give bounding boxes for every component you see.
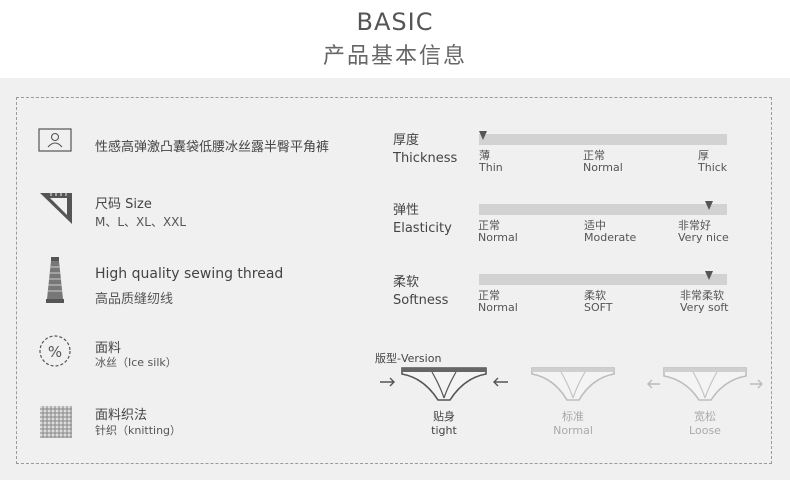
tick-en: Very nice (678, 231, 729, 244)
tick-zh: 正常 (583, 149, 605, 162)
tick-zh: 非常柔软 (680, 289, 724, 302)
softness-tick-mid: 柔软 SOFT (584, 290, 613, 314)
softness-label: 柔软 Softness (393, 274, 448, 310)
knit-grid-icon (40, 406, 72, 442)
version-option-tight: 贴身 tight (378, 364, 510, 444)
softness-bar (479, 274, 727, 285)
info-panel-border (16, 97, 772, 464)
knit-label: 面料织法 (95, 408, 148, 423)
size-values: M、L、XL、XXL (95, 215, 187, 229)
tick-zh: 非常好 (678, 219, 711, 232)
thickness-bar (479, 134, 727, 145)
compress-arrows-icon (378, 374, 510, 394)
thread-spool-icon (44, 257, 66, 307)
caption-zh: 贴身 (433, 410, 455, 423)
version-option-loose: 宽松 Loose (646, 364, 764, 444)
tick-en: SOFT (584, 301, 613, 314)
tick-en: Normal (583, 161, 623, 174)
product-name: 性感高弹激凸囊袋低腰冰丝露半臀平角裤 (95, 140, 330, 155)
percent-icon: % (38, 335, 72, 371)
svg-text:%: % (48, 343, 62, 361)
tick-zh: 柔软 (584, 289, 606, 302)
caption-en: Normal (553, 424, 593, 437)
thickness-marker (479, 131, 487, 140)
ruler-triangle-icon (38, 190, 74, 230)
thread-label-en: High quality sewing thread (95, 266, 284, 282)
caption-zh: 标准 (562, 410, 584, 423)
tick-en: Thin (479, 161, 503, 174)
softness-tick-high: 非常柔软 Very soft (680, 290, 728, 314)
fabric-value: 冰丝（Ice silk） (95, 356, 177, 369)
thickness-tick-low: 薄 Thin (479, 150, 503, 174)
expand-arrows-icon (646, 376, 764, 396)
thickness-tick-mid: 正常 Normal (583, 150, 623, 174)
thickness-tick-high: 厚 Thick (698, 150, 727, 174)
page-title: BASIC (356, 8, 434, 36)
elasticity-tick-mid: 适中 Moderate (584, 220, 636, 244)
version-option-normal: 标准 Normal (528, 364, 618, 444)
page-subtitle: 产品基本信息 (322, 44, 467, 69)
tick-en: Very soft (680, 301, 729, 314)
caption-en: Loose (689, 424, 721, 437)
briefs-icon (662, 364, 748, 408)
tick-en: Normal (478, 231, 518, 244)
thickness-label-zh: 厚度 (393, 133, 420, 148)
tick-en: Thick (698, 161, 728, 174)
knit-value: 针织（knitting） (95, 424, 182, 437)
size-label: 尺码 Size (95, 197, 152, 212)
softness-label-en: Softness (393, 293, 449, 308)
softness-label-zh: 柔软 (393, 275, 420, 290)
version-tight-caption: 贴身 tight (404, 410, 484, 438)
fabric-label: 面料 (95, 341, 122, 356)
softness-marker (705, 271, 713, 280)
briefs-icon (400, 364, 488, 408)
caption-en: tight (431, 424, 457, 437)
version-normal-caption: 标准 Normal (533, 410, 613, 438)
softness-tick-low: 正常 Normal (478, 290, 518, 314)
header: BASIC 产品基本信息 (0, 0, 790, 78)
elasticity-label-zh: 弹性 (393, 203, 420, 218)
tick-zh: 厚 (698, 149, 709, 162)
elasticity-marker (705, 201, 713, 210)
caption-zh: 宽松 (694, 410, 716, 423)
elasticity-label: 弹性 Elasticity (393, 202, 452, 238)
tick-en: Moderate (584, 231, 637, 244)
thread-label-zh: 高品质缝纫线 (95, 292, 174, 307)
elasticity-tick-high: 非常好 Very nice (678, 220, 729, 244)
tick-en: Normal (478, 301, 518, 314)
version-loose-caption: 宽松 Loose (665, 410, 745, 438)
elasticity-tick-low: 正常 Normal (478, 220, 518, 244)
elasticity-bar (479, 204, 727, 215)
tick-zh: 正常 (478, 219, 500, 232)
tick-zh: 正常 (478, 289, 500, 302)
elasticity-label-en: Elasticity (393, 221, 452, 236)
version-label: 版型-Version (375, 352, 442, 365)
briefs-icon (530, 364, 616, 408)
thickness-label: 厚度 Thickness (393, 132, 457, 168)
thickness-label-en: Thickness (393, 151, 458, 166)
tick-zh: 适中 (584, 219, 606, 232)
person-icon (38, 128, 72, 156)
tick-zh: 薄 (479, 149, 490, 162)
